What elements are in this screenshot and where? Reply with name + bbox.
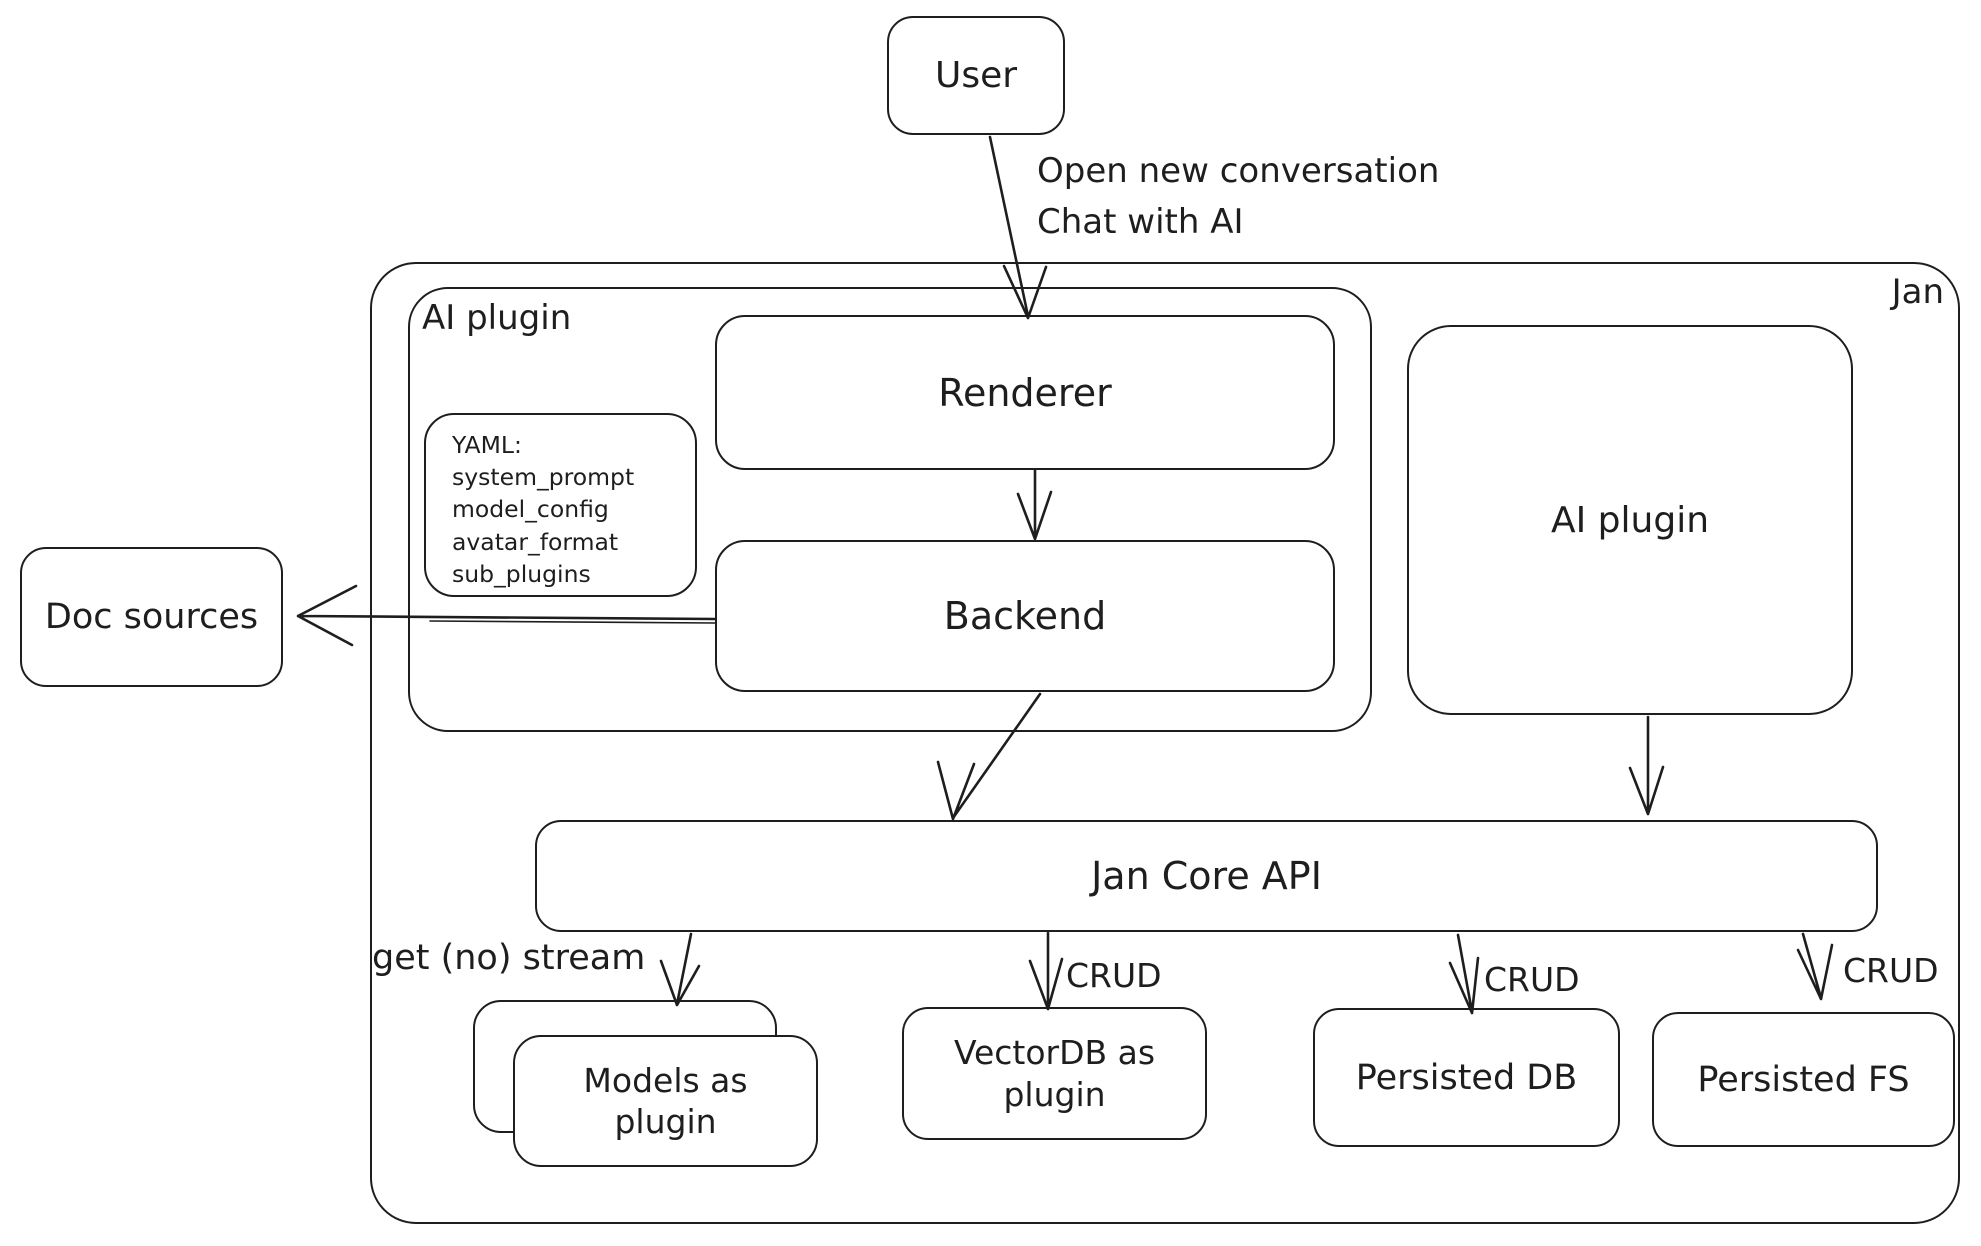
node-persisted-db: Persisted DB (1313, 1008, 1620, 1147)
edge-label-crud-vectordb: CRUD (1066, 956, 1162, 995)
ai-plugin-left-container: AI plugin (408, 287, 1372, 732)
node-doc-sources: Doc sources (20, 547, 283, 687)
yaml-note-line: avatar_format (452, 527, 619, 556)
node-user: User (887, 16, 1065, 135)
node-user-label: User (934, 55, 1018, 96)
jan-container-label: Jan (1891, 272, 1944, 312)
node-backend-label: Backend (943, 594, 1107, 638)
node-vectordb-plugin-label: VectorDB as plugin (953, 1033, 1156, 1114)
edge-label-line: Chat with AI (1037, 202, 1244, 242)
node-backend: Backend (715, 540, 1335, 692)
yaml-note-line: sub_plugins (452, 559, 591, 588)
node-persisted-db-label: Persisted DB (1355, 1057, 1578, 1098)
yaml-note-line: model_config (452, 495, 609, 524)
node-jan-core-api: Jan Core API (535, 820, 1878, 932)
node-persisted-fs: Persisted FS (1652, 1012, 1955, 1147)
node-renderer-label: Renderer (938, 370, 1112, 415)
node-renderer: Renderer (715, 315, 1335, 470)
node-vectordb-plugin: VectorDB as plugin (902, 1007, 1207, 1140)
node-ai-plugin-right: AI plugin (1407, 325, 1853, 715)
edge-label-crud-persisted-db: CRUD (1484, 960, 1580, 999)
node-models-plugin: Models as plugin (513, 1035, 818, 1167)
node-jan-core-api-label: Jan Core API (1091, 854, 1322, 898)
edge-label-open-conversation: Open new conversation Chat with AI (1037, 146, 1439, 248)
edge-label-crud-persisted-fs: CRUD (1843, 951, 1939, 990)
node-doc-sources-label: Doc sources (44, 597, 259, 637)
edge-label-line: Open new conversation (1037, 151, 1440, 191)
ai-plugin-left-label: AI plugin (422, 298, 572, 338)
node-persisted-fs-label: Persisted FS (1697, 1059, 1910, 1100)
yaml-note-line: YAML: (452, 431, 522, 459)
yaml-config-note: YAML: system_prompt model_config avatar_… (424, 413, 697, 597)
jan-container: Jan (370, 262, 1960, 1224)
node-ai-plugin-right-label: AI plugin (1550, 499, 1710, 541)
node-models-plugin-label: Models as plugin (583, 1060, 748, 1141)
yaml-note-line: system_prompt (452, 463, 635, 492)
edge-label-get-no-stream: get (no) stream (372, 938, 646, 978)
